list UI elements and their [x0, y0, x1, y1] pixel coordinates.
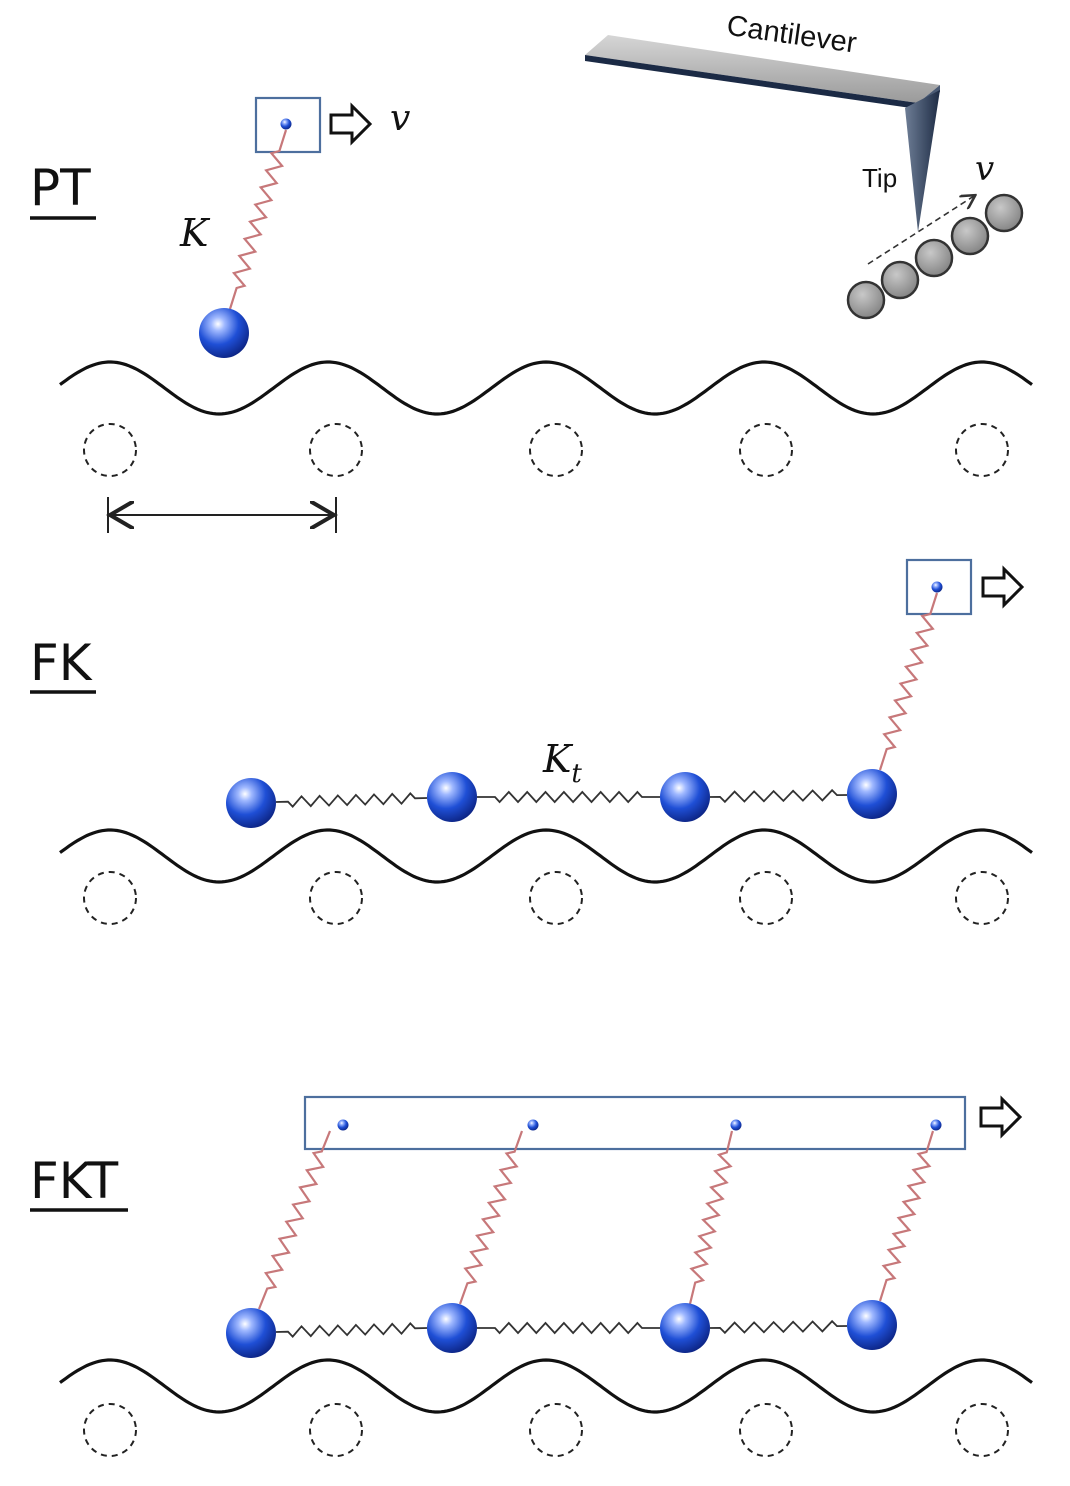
support-anchor-point: [527, 1119, 539, 1131]
substrate-site: [309, 1403, 363, 1457]
panel-label-fkt: FKT: [30, 1152, 119, 1210]
substrate-potential-wave: [59, 360, 1033, 416]
surface-atom: [914, 238, 954, 278]
panel-label-pt: PT: [30, 159, 91, 217]
cantilever-edge: [585, 55, 918, 109]
substrate-site: [83, 423, 137, 477]
drive-arrow-icon: [981, 565, 1025, 609]
substrate-site: [309, 423, 363, 477]
substrate-site: [309, 871, 363, 925]
bead: [199, 308, 249, 358]
substrate-site: [955, 871, 1009, 925]
substrate-potential-wave: [59, 1358, 1033, 1414]
panel-pt: PT v K: [30, 96, 1033, 533]
bead: [660, 1303, 710, 1353]
surface-atom: [880, 260, 920, 300]
bead: [226, 1308, 276, 1358]
tip-label: Tip: [862, 163, 897, 193]
substrate-site: [529, 423, 583, 477]
substrate-potential-wave: [59, 828, 1033, 884]
chain-spring: [275, 1322, 428, 1338]
chain-spring: [477, 790, 660, 804]
substrate-site: [529, 1403, 583, 1457]
panel-fk: FK Kt: [30, 558, 1033, 925]
cantilever-label: Cantilever: [725, 10, 859, 60]
bead: [660, 772, 710, 822]
panel-label-fk: FK: [30, 634, 93, 692]
support-anchor-point: [931, 581, 943, 593]
support-anchor-point: [730, 1119, 742, 1131]
bead: [226, 778, 276, 828]
interparticle-spring-label: Kt: [542, 737, 582, 789]
pulling-spring: [458, 1130, 524, 1305]
spring-constant-label: K: [179, 211, 211, 255]
substrate-site: [955, 423, 1009, 477]
surface-atom: [846, 280, 886, 320]
scan-direction-arrow-icon: [867, 196, 974, 265]
bead: [847, 1300, 897, 1350]
bead: [427, 1303, 477, 1353]
chain-spring: [709, 1319, 848, 1335]
support-anchor-point: [280, 118, 292, 130]
substrate-site: [739, 1403, 793, 1457]
bead: [847, 769, 897, 819]
drive-arrow-icon: [979, 1095, 1023, 1139]
drive-arrow-icon: [329, 102, 373, 146]
afm-inset: Cantilever Tip v: [585, 10, 1024, 320]
bead: [427, 772, 477, 822]
substrate-site: [739, 423, 793, 477]
chain-spring: [275, 792, 428, 808]
substrate-site: [83, 1403, 137, 1457]
panel-fkt: FKT: [30, 1095, 1033, 1457]
substrate-sites: [83, 423, 1009, 477]
substrate-site: [739, 871, 793, 925]
chain-spring: [709, 788, 848, 804]
pulling-spring: [878, 592, 939, 771]
pulling-spring: [688, 1130, 734, 1305]
surface-atom: [984, 193, 1024, 233]
chain-spring: [477, 1321, 660, 1335]
substrate-sites: [83, 871, 1009, 925]
substrate-site: [955, 1403, 1009, 1457]
support-anchor-point: [337, 1119, 349, 1131]
pulling-spring: [257, 1130, 332, 1310]
velocity-label-pt: v: [390, 98, 410, 139]
afm-tip: [905, 90, 940, 232]
pulling-spring: [228, 129, 288, 310]
substrate-site: [83, 871, 137, 925]
driving-support-bar: [303, 1095, 967, 1151]
pulling-spring: [878, 1130, 935, 1302]
velocity-label-afm: v: [975, 149, 994, 189]
support-anchor-point: [930, 1119, 942, 1131]
cantilever-beam: [585, 35, 940, 103]
surface-atom: [950, 216, 990, 256]
substrate-sites: [83, 1403, 1009, 1457]
substrate-site: [529, 871, 583, 925]
